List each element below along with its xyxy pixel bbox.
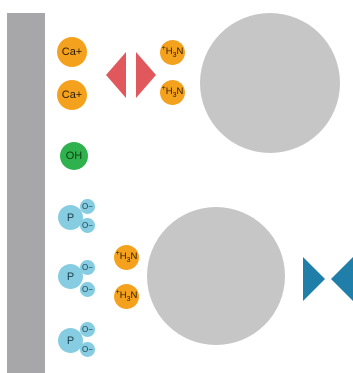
attraction-icon: [303, 257, 353, 301]
oxygen-atom: O−: [80, 260, 95, 275]
lower-bead: [147, 207, 285, 345]
phosphorus-atom: P: [58, 264, 83, 289]
amine-group: +H3N: [114, 284, 139, 309]
right-triangle: [331, 257, 353, 301]
oxygen-atom: O−: [80, 322, 95, 337]
phosphorus-atom: P: [58, 328, 83, 353]
left-triangle: [303, 257, 325, 301]
hydroxyl-group: OH: [60, 142, 88, 170]
phosphorus-atom: P: [58, 205, 83, 230]
amine-group: +H3N: [160, 80, 185, 105]
calcium-ion: Ca+: [57, 80, 87, 110]
amine-group: +H3N: [160, 40, 185, 65]
upper-bead: [200, 13, 340, 153]
oxygen-atom: O−: [80, 342, 95, 357]
top-caption: [4, 0, 74, 6]
left-triangle: [106, 52, 126, 98]
repulsion-icon: [106, 52, 156, 98]
amine-group: +H3N: [114, 245, 139, 270]
calcium-ion: Ca+: [57, 37, 87, 67]
mineral-surface: [7, 13, 45, 373]
oxygen-atom: O−: [80, 218, 95, 233]
right-triangle: [136, 52, 156, 98]
oxygen-atom: O−: [80, 199, 95, 214]
oxygen-atom: O−: [80, 282, 95, 297]
